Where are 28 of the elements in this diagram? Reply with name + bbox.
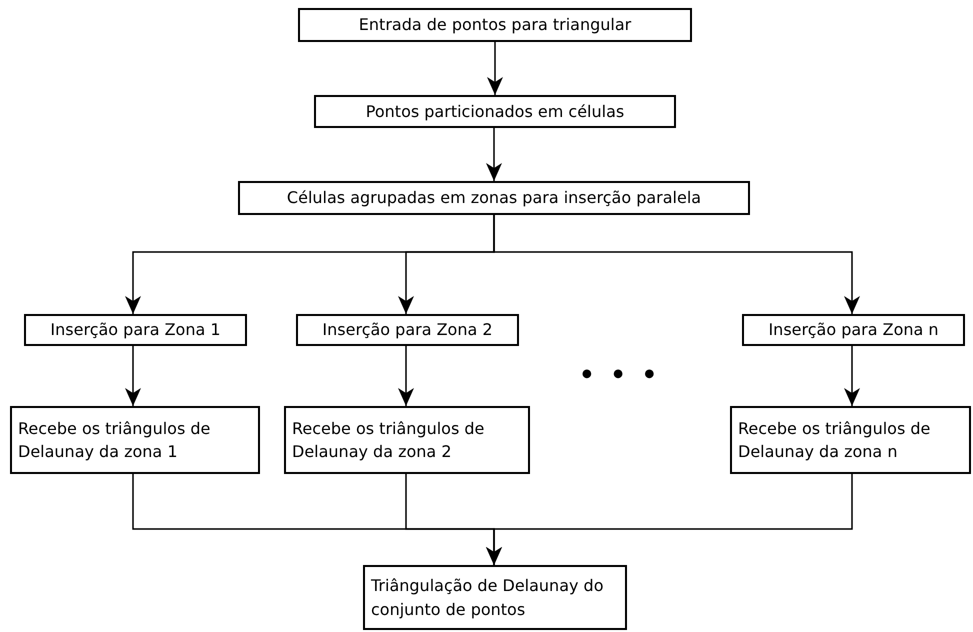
arrow xyxy=(125,346,141,406)
arrow xyxy=(493,215,860,314)
process-box xyxy=(10,406,260,474)
ellipsis: • • • xyxy=(578,358,660,393)
process-box xyxy=(296,314,519,346)
process-box xyxy=(314,95,676,128)
box-text: Recebe os triângulos de Delaunay da zona 1 xyxy=(18,418,212,463)
process-box xyxy=(24,314,247,346)
box-text: Células agrupadas em zonas para inserção paralela xyxy=(286,187,702,210)
box-text: Entrada de pontos para triangular xyxy=(358,14,632,36)
box-text: Recebe os triângulos de Delaunay da zona n xyxy=(738,418,932,463)
arrow xyxy=(487,42,503,95)
arrow xyxy=(486,128,502,181)
process-box xyxy=(363,565,627,630)
box-text: Recebe os triângulos de Delaunay da zona 2 xyxy=(292,418,486,463)
process-box xyxy=(284,406,530,474)
box-text: Triângulação de Delaunay do conjunto de pontos xyxy=(371,575,604,620)
box-text: Inserção para Zona 2 xyxy=(322,319,493,342)
box-text: Inserção para Zona 1 xyxy=(50,319,221,342)
process-box xyxy=(298,8,692,42)
process-box xyxy=(238,181,750,215)
arrow xyxy=(486,474,853,565)
process-box xyxy=(730,406,971,474)
arrow xyxy=(398,346,414,406)
box-text: Pontos particionados em células xyxy=(366,100,624,123)
process-box xyxy=(742,314,965,346)
box-text: Inserção para Zona n xyxy=(768,319,939,342)
arrow xyxy=(844,346,860,406)
